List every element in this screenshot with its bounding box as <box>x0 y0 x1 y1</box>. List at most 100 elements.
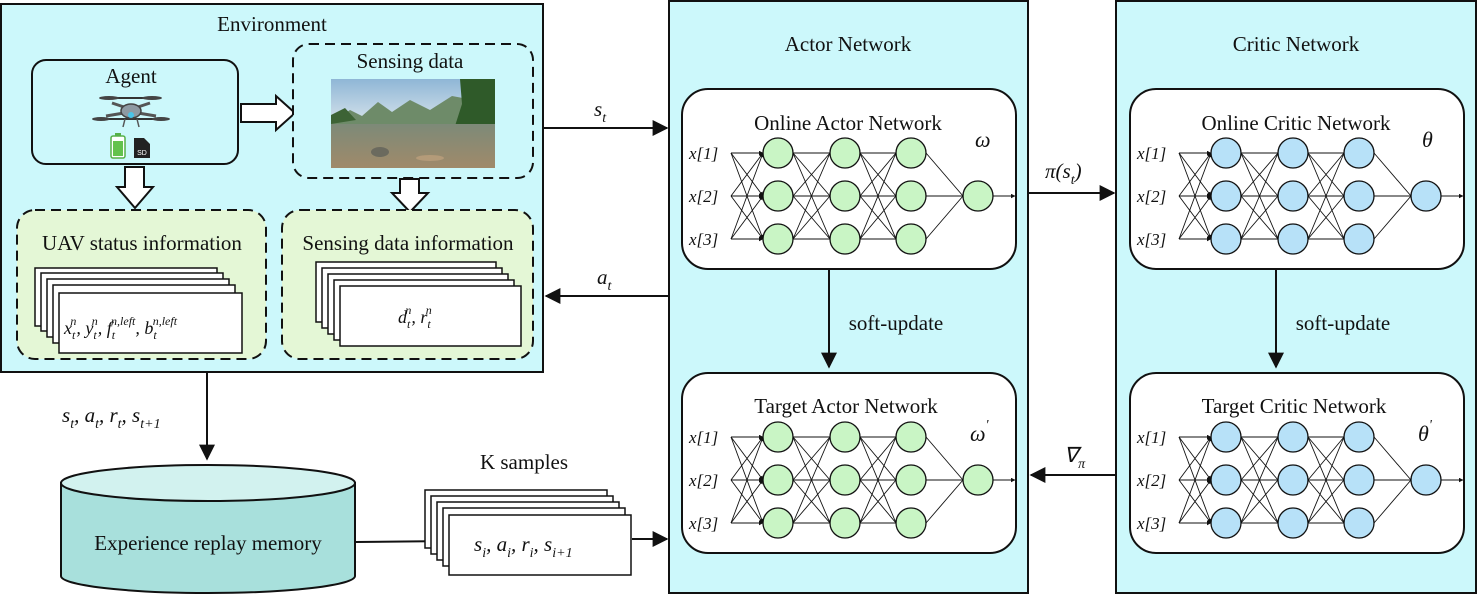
nn-output-node <box>1410 464 1442 496</box>
input-label: x[3] <box>1136 230 1166 249</box>
critic-soft-update-label: soft-update <box>1296 311 1390 335</box>
nn-edge <box>1178 152 1212 197</box>
actor-soft-update-label: soft-update <box>849 311 943 335</box>
state-label: st <box>594 97 607 126</box>
sensing-info-formula: dtn, rtn <box>398 303 432 331</box>
sensing-to-info-arrow <box>389 178 431 214</box>
agent-to-sensing-arrow <box>240 93 297 133</box>
nn-node <box>762 421 794 453</box>
nn-node <box>1343 507 1375 539</box>
nn-edge <box>859 152 897 197</box>
nn-edge <box>859 195 897 240</box>
environment-panel: Environment Agent <box>0 3 544 373</box>
sd-card-icon: SD <box>134 138 150 158</box>
nn-node <box>762 180 794 212</box>
target-actor-param: ω' <box>970 418 990 446</box>
nn-edge <box>1307 195 1345 240</box>
target-actor-box <box>681 372 1017 554</box>
uav-status-label: UAV status information <box>42 231 242 255</box>
input-label: x[3] <box>1136 514 1166 533</box>
nn-node <box>829 223 861 255</box>
nn-edge <box>1307 436 1345 481</box>
nn-edge <box>1240 195 1279 240</box>
sensing-info-box: Sensing data information dtn, rtn <box>281 209 534 360</box>
online-actor-label: Online Actor Network <box>754 111 942 135</box>
nn-edge <box>1373 436 1412 481</box>
online-critic-nn: x[1] x[2] x[3] <box>1136 137 1464 255</box>
nn-edge <box>792 152 831 240</box>
nn-node <box>762 507 794 539</box>
transition-label: st, at, rt, st+1 <box>62 403 161 432</box>
online-actor-box <box>681 88 1017 270</box>
nn-edge <box>1178 195 1212 240</box>
replay-memory-label: Experience replay memory <box>94 531 322 555</box>
nn-edge <box>925 479 964 524</box>
target-actor-label: Target Actor Network <box>754 394 938 418</box>
nn-node <box>1210 421 1242 453</box>
nn-edge <box>792 195 831 240</box>
nn-node <box>1277 223 1309 255</box>
nn-edge <box>1373 479 1412 524</box>
environment-title: Environment <box>217 12 327 36</box>
nn-edge <box>730 479 764 524</box>
nn-edge <box>1240 152 1279 197</box>
nn-edge <box>792 152 831 197</box>
input-label: x[1] <box>1136 428 1166 447</box>
target-critic-box <box>1129 372 1465 554</box>
actor-title: Actor Network <box>785 32 912 56</box>
target-critic-nn: x[1] x[2] x[3] <box>1136 421 1464 539</box>
input-label: x[2] <box>688 471 718 490</box>
nn-edge <box>1240 479 1279 524</box>
sensing-info-label: Sensing data information <box>302 231 514 255</box>
landscape-photo <box>331 79 495 168</box>
nn-node <box>1277 464 1309 496</box>
nn-edge <box>730 152 764 240</box>
nn-edge <box>730 195 764 240</box>
gradient-label: ∇π <box>1064 443 1086 472</box>
nn-node <box>1277 421 1309 453</box>
nn-edge <box>1307 152 1345 197</box>
nn-node <box>895 137 927 169</box>
online-actor-param: ω <box>975 127 991 152</box>
nn-node <box>1277 137 1309 169</box>
battery-icon <box>110 133 126 159</box>
input-label: x[1] <box>688 144 718 163</box>
nn-edge <box>925 436 964 481</box>
nn-edge <box>1240 436 1279 481</box>
nn-node <box>1210 464 1242 496</box>
nn-edge <box>1178 152 1212 240</box>
nn-edge <box>730 436 764 481</box>
input-label: x[2] <box>1136 471 1166 490</box>
nn-node <box>1210 137 1242 169</box>
samples-stack <box>424 489 632 576</box>
nn-edge <box>730 436 764 524</box>
input-label: x[3] <box>688 514 718 533</box>
nn-edge <box>859 436 897 524</box>
nn-node <box>829 507 861 539</box>
agent-box: Agent <box>31 59 239 165</box>
target-critic-label: Target Critic Network <box>1202 394 1387 418</box>
input-label: x[1] <box>1136 144 1166 163</box>
input-label: x[2] <box>1136 187 1166 206</box>
policy-label: π(st) <box>1045 159 1082 188</box>
nn-edge <box>792 436 831 524</box>
nn-node <box>1343 223 1375 255</box>
nn-output-node <box>962 464 994 496</box>
agent-label: Agent <box>105 64 156 88</box>
sensing-data-box: Sensing data <box>292 43 534 179</box>
nn-node <box>895 507 927 539</box>
nn-node <box>1210 180 1242 212</box>
nn-node <box>1343 180 1375 212</box>
uav-status-stack <box>34 267 243 354</box>
nn-edge <box>792 479 831 524</box>
nn-edge <box>1178 436 1212 524</box>
nn-output-node <box>1410 180 1442 212</box>
nn-node <box>1343 421 1375 453</box>
nn-node <box>895 421 927 453</box>
nn-edge <box>1307 479 1345 524</box>
nn-node <box>829 464 861 496</box>
k-samples-label: K samples <box>480 450 568 474</box>
online-critic-param: θ <box>1422 127 1433 152</box>
nn-edge <box>1178 479 1212 524</box>
